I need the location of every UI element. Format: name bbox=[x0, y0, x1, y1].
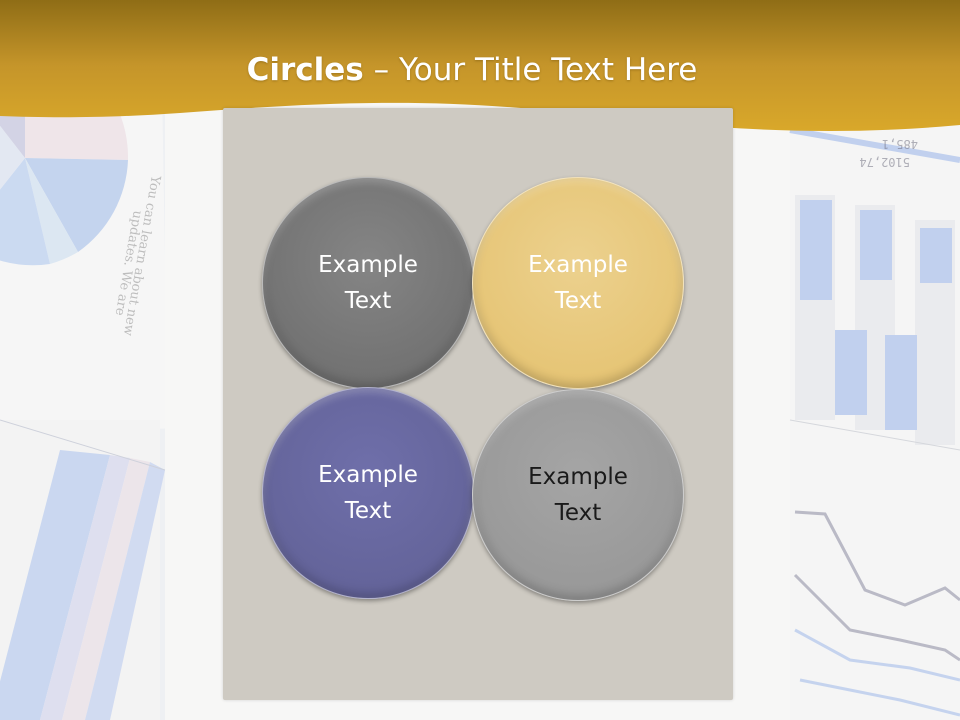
circle-label-line1: Example bbox=[318, 462, 418, 488]
circle-label-line2: Text bbox=[344, 498, 392, 524]
line-chart-decoration bbox=[793, 510, 960, 717]
circle-label-line2: Text bbox=[344, 288, 392, 314]
content-panel bbox=[223, 108, 733, 700]
circle-label-line1: Example bbox=[528, 252, 628, 278]
circle-label: Example Text bbox=[503, 459, 653, 531]
circle-label: Example Text bbox=[503, 247, 653, 319]
circle-label: Example Text bbox=[293, 247, 443, 319]
circle-gray: Example Text bbox=[262, 177, 474, 389]
bar-chart-decoration bbox=[789, 127, 960, 451]
circle-purple: Example Text bbox=[262, 387, 474, 599]
bg-number-1: 485,1 bbox=[882, 137, 918, 151]
bg-number-2: 5102,74 bbox=[859, 155, 910, 169]
circle-label-line2: Text bbox=[554, 500, 602, 526]
title-rest: – Your Title Text Here bbox=[363, 52, 698, 88]
title-bold: Circles bbox=[246, 52, 364, 88]
band-chart-decoration bbox=[0, 419, 166, 720]
circle-light-gray: Example Text bbox=[472, 389, 684, 601]
header-band bbox=[0, 0, 960, 131]
circle-label-line1: Example bbox=[318, 252, 418, 278]
circle-label: Example Text bbox=[293, 457, 443, 529]
slide-title: Circles – Your Title Text Here bbox=[0, 52, 944, 88]
circle-gold: Example Text bbox=[472, 177, 684, 389]
circle-label-line2: Text bbox=[554, 288, 602, 314]
circle-label-line1: Example bbox=[528, 464, 628, 490]
